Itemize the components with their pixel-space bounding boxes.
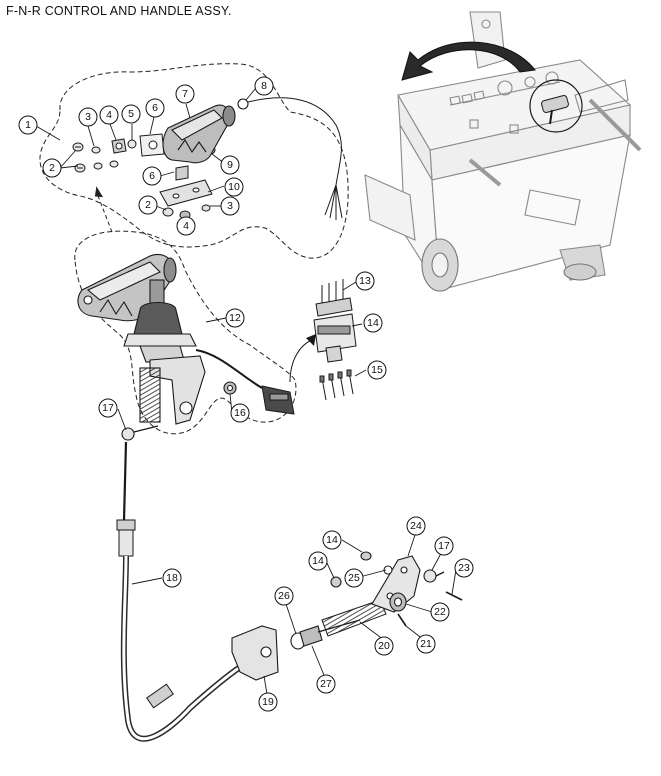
callout: 19 [258,692,278,712]
page-title: F-N-R CONTROL AND HANDLE ASSY. [6,4,232,18]
svg-text:12: 12 [229,312,241,324]
svg-text:1: 1 [25,119,31,131]
handle-wires [247,97,343,220]
callout: 20 [374,636,394,656]
callout: 26 [274,586,294,606]
callouts: 1 2 3 4 5 6 7 8 9 6 10 2 4 3 12 13 14 15… [18,76,474,712]
svg-text:3: 3 [85,111,91,123]
callout: 5 [121,104,141,124]
svg-text:19: 19 [262,696,274,708]
direction-arrow [401,41,536,81]
svg-text:26: 26 [278,590,290,602]
callout: 6 [145,98,165,118]
mini-handle-icon [541,95,569,125]
svg-text:15: 15 [371,364,383,376]
callout: 14 [322,530,342,550]
svg-text:20: 20 [378,640,390,652]
callout: 14 [363,313,383,333]
svg-text:6: 6 [149,170,155,182]
highlight-circle [529,79,583,133]
callout: 2 [138,195,158,215]
svg-text:4: 4 [183,220,189,232]
svg-text:21: 21 [420,638,432,650]
svg-text:25: 25 [348,572,360,584]
svg-text:23: 23 [458,562,470,574]
callout: 4 [176,216,196,236]
connector-arrow [289,339,313,383]
svg-text:9: 9 [227,159,233,171]
mounting-plate [159,165,213,220]
svg-text:4: 4 [106,109,112,121]
dashed-enclosure-handle [39,63,349,259]
callout: 6 [142,166,162,186]
svg-text:10: 10 [228,181,240,193]
svg-text:6: 6 [152,102,158,114]
callout: 3 [78,107,98,127]
svg-text:7: 7 [182,88,188,100]
svg-text:2: 2 [145,199,151,211]
svg-text:8: 8 [261,80,267,92]
svg-text:18: 18 [166,572,178,584]
arrow-head [306,334,316,346]
joystick-assembly [77,254,237,425]
callout: 7 [175,84,195,104]
push-pull-cable [116,425,244,742]
callout: 13 [355,271,375,291]
callout: 27 [316,674,336,694]
callout: 2 [42,158,62,178]
callout: 3 [220,196,240,216]
callout: 23 [454,558,474,578]
svg-text:24: 24 [410,520,422,532]
callout: 24 [406,516,426,536]
callout: 12 [225,308,245,328]
svg-text:5: 5 [128,108,134,120]
svg-text:2: 2 [49,162,55,174]
svg-text:3: 3 [227,200,233,212]
callout: 9 [220,155,240,175]
arrow-head [94,186,104,198]
svg-text:22: 22 [434,606,446,618]
return-spring [321,599,387,637]
callout: 17 [434,536,454,556]
svg-text:14: 14 [367,317,379,329]
callout: 14 [308,551,328,571]
dashed-enclosure-joystick [74,230,297,435]
callout: 1 [18,115,38,135]
connector-parts [313,279,357,401]
callout: 25 [344,568,364,588]
svg-text:16: 16 [234,407,246,419]
callout: 10 [224,177,244,197]
dashed-arrow-down [97,195,113,233]
svg-text:13: 13 [359,275,371,287]
handle-grip [162,98,249,164]
callout: 4 [99,105,119,125]
svg-text:17: 17 [102,402,114,414]
callout: 18 [162,568,182,588]
svg-text:14: 14 [312,555,324,567]
wire-harness [195,349,295,415]
callout: 15 [367,360,387,380]
svg-text:14: 14 [326,534,338,546]
callout: 17 [98,398,118,418]
callout: 22 [430,602,450,622]
svg-text:27: 27 [320,678,332,690]
callout: 21 [416,634,436,654]
lever-assembly [330,551,463,627]
callout: 8 [254,76,274,96]
svg-text:17: 17 [438,540,450,552]
callout: 16 [230,403,250,423]
